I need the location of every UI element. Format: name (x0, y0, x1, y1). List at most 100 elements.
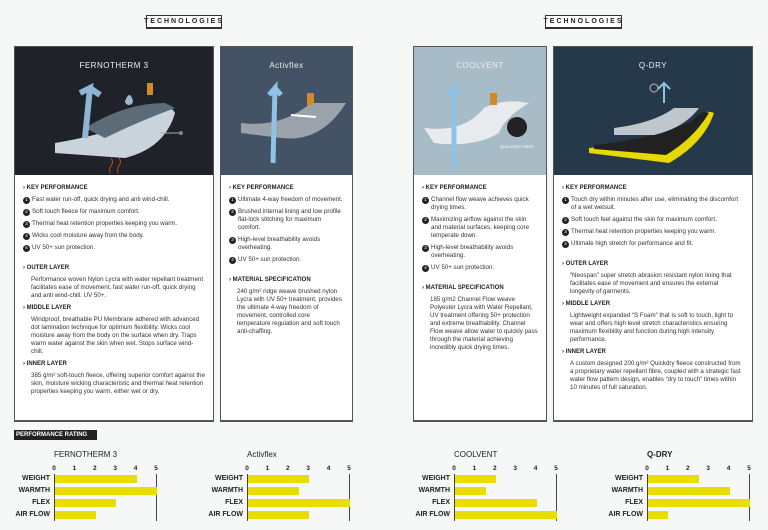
category-label: AIR FLOW (608, 511, 643, 518)
tick-label: 2 (492, 465, 497, 472)
tick-label: 2 (285, 465, 290, 472)
category-label: WEIGHT (615, 475, 643, 482)
tick-label: 4 (133, 465, 138, 472)
bar-flex (455, 499, 537, 507)
number-badge-icon: 2 (422, 216, 429, 224)
qdry-header: Q-DRY (554, 47, 752, 175)
category-label: WARMTH (611, 487, 644, 494)
section-heading: INNER LAYER (23, 360, 205, 368)
number-badge-icon: 1 (23, 196, 30, 204)
tick-label: 5 (154, 465, 158, 472)
bar-flex (55, 499, 117, 507)
number-badge-icon: 3 (23, 220, 30, 228)
section-heading: MIDDLE LAYER (562, 300, 744, 308)
tick-label: 4 (533, 465, 538, 472)
section-text: Lightweight expanded “S Foam” that is so… (570, 312, 734, 343)
category-label: WEIGHT (22, 475, 50, 482)
chart-title: Activflex (247, 450, 277, 459)
axis-max-line (349, 474, 350, 521)
category-label: WARMTH (18, 487, 51, 494)
section-text: Windproof, breathable PU Membrane adhere… (31, 316, 200, 355)
fernotherm-title: FERNOTHERM 3 (79, 61, 149, 70)
tick-label: 0 (245, 465, 249, 472)
chart-title: COOLVENT (454, 450, 498, 459)
tick-label: 1 (665, 465, 670, 472)
number-badge-icon: 1 (229, 196, 236, 204)
tick-label: 3 (113, 465, 117, 472)
coolvent-title: COOLVENT (456, 61, 504, 70)
key-performance-heading: KEY PERFORMANCE (562, 184, 744, 192)
bar-warmth (248, 487, 299, 495)
section-heading: MATERIAL SPECIFICATION (422, 284, 538, 292)
category-label: AIR FLOW (15, 511, 50, 518)
coolvent-layer-illustration: QUICKDRY FIBRE (424, 81, 534, 168)
tick-label: 4 (326, 465, 331, 472)
chart-title: Q-DRY (647, 450, 673, 459)
bar-flex (648, 499, 750, 507)
tick-label: 0 (52, 465, 56, 472)
bar-warmth (648, 487, 730, 495)
number-badge-icon: 4 (229, 256, 236, 264)
number-badge-icon: 4 (23, 232, 30, 240)
tick-label: 2 (92, 465, 97, 472)
tick-label: 1 (472, 465, 477, 472)
number-badge-icon: 4 (422, 264, 429, 272)
category-label: FLEX (32, 499, 50, 506)
technologies-heading-left: TECHNOLOGIES (144, 15, 222, 29)
section-heading: OUTER LAYER (562, 260, 744, 268)
number-badge-icon: 3 (422, 244, 429, 252)
quickdry-fibre-label: QUICKDRY FIBRE (500, 144, 534, 149)
category-label: FLEX (225, 499, 243, 506)
category-label: WARMTH (418, 487, 451, 494)
bar-air-flow (455, 511, 557, 519)
chart-title: FERNOTHERM 3 (54, 450, 118, 459)
number-badge-icon: 3 (229, 236, 236, 244)
axis-line (247, 474, 248, 521)
bar-flex (248, 499, 350, 507)
tick-label: 3 (306, 465, 310, 472)
tick-label: 3 (706, 465, 710, 472)
number-badge-icon: 1 (422, 196, 429, 204)
bar-air-flow (55, 511, 96, 519)
section-heading: MATERIAL SPECIFICATION (229, 276, 344, 284)
bar-weight (248, 475, 310, 483)
category-label: WARMTH (211, 487, 244, 494)
axis-max-line (749, 474, 750, 521)
number-badge-icon: 1 (562, 196, 569, 204)
section-text: 385 g/m² soft-touch fleece, offering sup… (31, 372, 205, 395)
bar-warmth (55, 487, 157, 495)
section-text: “Neospan” super stretch abrasion resista… (570, 272, 732, 295)
coolvent-header: COOLVENT QUICKDRY FIBRE (414, 47, 546, 175)
tick-label: 2 (685, 465, 690, 472)
tick-label: 1 (265, 465, 270, 472)
tick-label: 5 (747, 465, 751, 472)
category-label: AIR FLOW (415, 511, 450, 518)
technologies-heading-right: TECHNOLOGIES (544, 15, 622, 29)
tick-label: 1 (72, 465, 77, 472)
section-text: 240 g/m² ridge weave brushed nylon Lycra… (237, 288, 342, 335)
axis-max-line (156, 474, 157, 521)
bar-air-flow (648, 511, 669, 519)
number-badge-icon: 5 (23, 244, 30, 252)
axis-line (454, 474, 455, 521)
qdry-layer-illustration (589, 81, 714, 163)
category-label: AIR FLOW (208, 511, 243, 518)
tick-label: 5 (554, 465, 558, 472)
section-text: Performance woven Nylon Lycra with water… (31, 276, 204, 299)
